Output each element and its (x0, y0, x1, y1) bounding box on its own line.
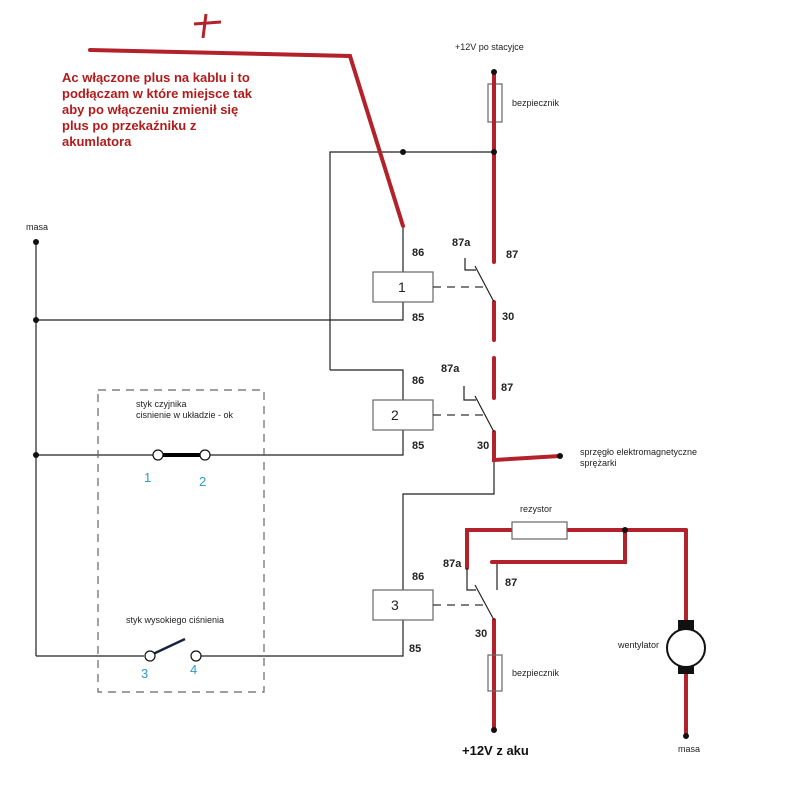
contact-number-1: 1 (144, 470, 151, 485)
wire-top-bus (329, 151, 494, 370)
relay-1-pin-87: 87 (506, 249, 518, 261)
fan-brush-top (678, 620, 694, 630)
relay-1-pin-30: 30 (502, 311, 514, 323)
label-sensor-2: cisnienie w układzie - ok (136, 410, 234, 420)
relay-3 (372, 564, 498, 621)
wire-r3-85 (200, 620, 404, 657)
annotation-line-3: aby po włączeniu zmienił się (62, 102, 238, 117)
wire-r1-85 (36, 302, 404, 321)
annotation-arrow-wire (88, 48, 405, 228)
relay-1-pin-85: 85 (412, 312, 424, 324)
contact-number-2: 2 (199, 474, 206, 489)
relay-2-switch-arm (474, 395, 495, 433)
control-wires (35, 151, 495, 657)
label-battery-supply: +12V z aku (462, 743, 529, 758)
relay-2-pin-87: 87 (501, 382, 513, 394)
relay-2-pin-30: 30 (477, 440, 489, 452)
relay-3-87a-contact (466, 568, 476, 591)
junction-dot (491, 727, 497, 733)
label-resistor: rezystor (520, 504, 552, 514)
relay-2-number: 2 (391, 407, 399, 423)
fan-motor-body (666, 628, 706, 668)
label-sensor-1: styk czyjnika (136, 399, 187, 409)
relay-1-number: 1 (398, 279, 406, 295)
contact-terminal-2 (199, 449, 211, 461)
junction-dot (557, 453, 563, 459)
junction-dot (622, 527, 628, 533)
label-high-pressure: styk wysokiego ciśnienia (126, 615, 224, 625)
plus-mark-v (201, 13, 208, 39)
relay-1-coil (372, 271, 434, 303)
annotation-line-4: plus po przekaźniku z (62, 118, 197, 133)
relay-1-switch-arm (474, 265, 495, 303)
contact-number-3: 3 (141, 666, 148, 681)
relay-3-pin-85: 85 (409, 643, 421, 655)
label-fuse-bottom: bezpiecznik (512, 668, 560, 678)
relay-2 (372, 386, 495, 433)
junction-dot (491, 149, 497, 155)
relay-3-coil (372, 589, 434, 621)
plus-mark-h (193, 20, 222, 26)
annotation-line-1: Ac włączone plus na kablu i to (62, 70, 250, 85)
fan-brush-bottom (678, 666, 694, 674)
high-pressure-contact-arm (152, 637, 186, 656)
relay-3-switch-arm (474, 584, 495, 621)
relay-1-87a-contact (464, 258, 476, 271)
contact-number-4: 4 (190, 662, 197, 677)
junction-dot (33, 317, 39, 323)
relay-2-coil (372, 399, 434, 431)
junction-dot (400, 149, 406, 155)
relay-3-pin-87: 87 (505, 577, 517, 589)
relay-3-number: 3 (391, 597, 399, 613)
fuse-bottom (487, 654, 503, 692)
relay-3-pin-86: 86 (412, 571, 424, 583)
label-clutch-1: sprzęgło elektromagnetyczne (580, 447, 697, 457)
label-ground-left: masa (26, 222, 48, 232)
junction-dot (33, 239, 39, 245)
contact-terminal-4 (190, 650, 202, 662)
label-fuse-top: bezpiecznik (512, 98, 560, 108)
contact-terminal-1 (152, 449, 164, 461)
relay-3-pin-30: 30 (475, 628, 487, 640)
wire-r2-86 (330, 369, 404, 400)
label-ignition-supply: +12V po stacyjce (455, 42, 524, 52)
fan-motor (666, 620, 706, 674)
live-wires (88, 48, 688, 738)
relay-3-pin-87a: 87a (443, 558, 462, 570)
junction-dot (33, 452, 39, 458)
label-ground-fan: masa (678, 744, 700, 754)
relay-1-pin-86: 86 (412, 247, 424, 259)
label-clutch-2: sprężarki (580, 458, 617, 468)
resistor (511, 521, 568, 540)
annotation-line-2: podłączam w które miejsce tak (62, 86, 253, 101)
pressure-switch-module (97, 389, 265, 693)
contact-terminal-3 (144, 650, 156, 662)
relay-1-pin-87a: 87a (452, 237, 471, 249)
wire-r2-30-to-r3-86 (402, 458, 495, 590)
relay-2-pin-86: 86 (412, 375, 424, 387)
wire-r3-87a-resistor (465, 528, 514, 570)
label-fan: wentylator (617, 640, 659, 650)
wire-r2-85 (207, 430, 404, 456)
wire-r3-87-bypass (490, 528, 627, 564)
junctions (33, 69, 689, 739)
relay-2-87a-contact (463, 386, 476, 401)
relay-2-pin-87a: 87a (441, 363, 460, 375)
junction-dot (491, 69, 497, 75)
wire-r2-30-clutch (492, 430, 562, 463)
relay-2-pin-85: 85 (412, 440, 424, 452)
junction-dot (683, 733, 689, 739)
relay-1 (372, 258, 495, 303)
annotation-line-5: akumlatora (62, 134, 132, 149)
